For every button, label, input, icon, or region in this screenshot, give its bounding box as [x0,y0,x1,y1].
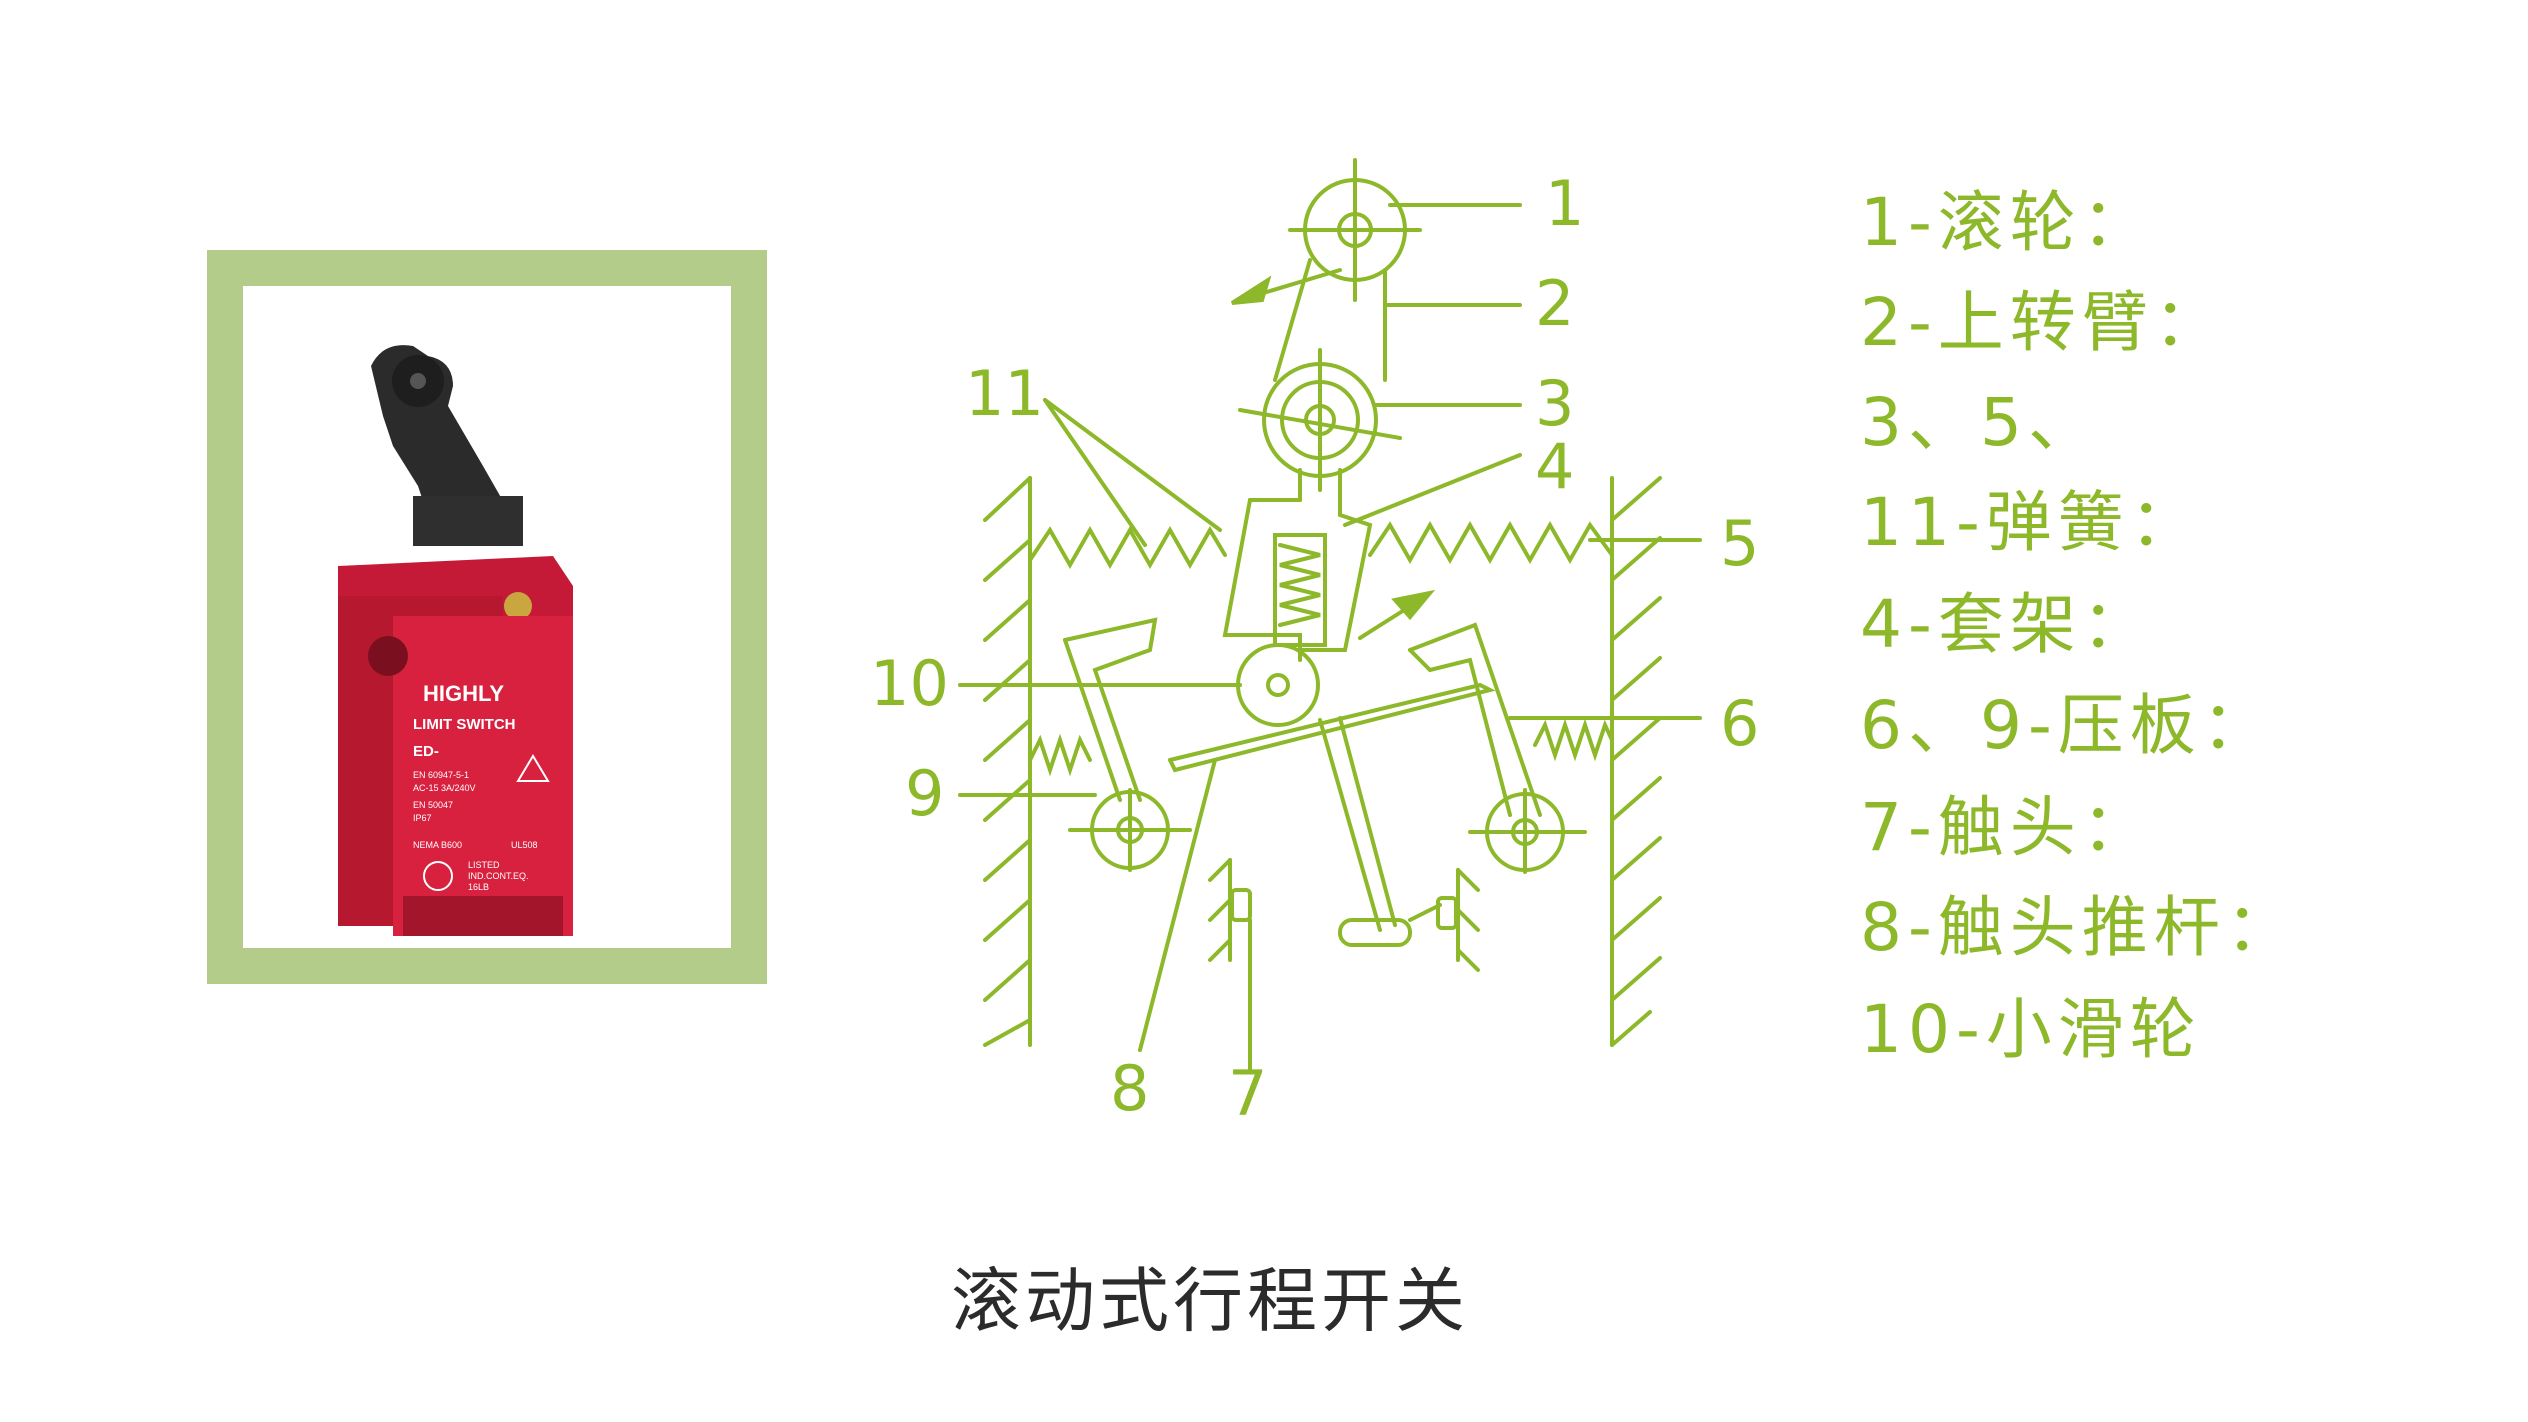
left-lever [1063,617,1192,872]
callout-11: 11 [965,357,1044,430]
spec-line: NEMA B600 [413,840,462,850]
legend-item-6: 6、9-压板： [1860,687,2274,764]
legend-item-8: 8-触头推杆： [1860,889,2298,966]
legend-item-2: 2-上转臂： [1860,284,2226,361]
spec-line: EN 50047 [413,800,453,810]
callout-8: 8 [1110,1052,1149,1125]
spring-left [1028,525,1227,570]
spec-line: UL508 [511,840,538,850]
photo-specs: EN 60947-5-1 AC-15 3A/240V EN 50047 IP67… [413,770,538,892]
callout-3: 3 [1535,367,1574,440]
frame-sleeve [1222,468,1373,662]
fixed-contact-right [1436,868,1480,972]
contact-plate [1138,682,1496,1052]
legend-item-9: 10-小滑轮 [1860,991,2202,1068]
photo-frame: HIGHLY LIMIT SWITCH ED- EN 60947-5-1 AC-… [207,250,767,984]
mount-hole [368,636,408,676]
top-roller [1288,158,1422,302]
limit-switch-photo: HIGHLY LIMIT SWITCH ED- EN 60947-5-1 AC-… [338,345,573,936]
spring-9 [1028,733,1092,777]
spec-line: AC-15 3A/240V [413,783,476,793]
lever-base [413,496,523,546]
warning-icon [516,754,550,782]
photo-background: HIGHLY LIMIT SWITCH ED- EN 60947-5-1 AC-… [243,286,731,948]
legend-item-1: 1-滚轮： [1860,184,2154,261]
callout-7: 7 [1228,1057,1267,1130]
photo-brand: HIGHLY [423,681,504,706]
callout-5: 5 [1720,507,1759,580]
photo-product: LIMIT SWITCH [413,716,515,733]
spring-right [1368,520,1614,565]
callout-numbers: 1 2 3 4 5 6 7 8 9 10 11 [870,167,1759,1130]
screw [504,592,532,620]
legend-item-5: 4-套架： [1860,586,2154,663]
legend-item-3: 3、5、 [1860,384,2100,461]
right-wall [1610,476,1662,1047]
small-roller [1236,643,1320,727]
cert-line: IND.CONT.EQ. [468,871,529,881]
left-wall [983,476,1032,1047]
callout-9: 9 [905,757,944,830]
callout-4: 4 [1535,430,1574,503]
spec-line: EN 60947-5-1 [413,770,469,780]
legend-item-4: 11-弹簧： [1860,484,2202,561]
roller-axle [410,373,426,389]
photo-model: ED- [413,743,439,760]
spring-6 [1533,718,1614,762]
callout-10: 10 [870,647,949,720]
fixed-contact-left [1208,858,1252,1072]
figure-caption: 滚动式行程开关 [951,1260,1469,1342]
switch-body [393,616,573,936]
callout-1: 1 [1545,167,1584,240]
ul-logo [423,861,453,891]
legend-item-7: 7-触头： [1860,789,2154,866]
cert-line: LISTED [468,860,500,870]
right-lever [1408,622,1587,874]
callout-6: 6 [1720,687,1759,760]
cert-line: 16LB [468,882,489,892]
switch-bottom [403,896,563,936]
leader-lines [958,203,1702,797]
spec-line: IP67 [413,813,432,823]
pivot-spring [1238,348,1402,492]
rotation-arrows [1230,268,1436,640]
callout-2: 2 [1535,267,1574,340]
